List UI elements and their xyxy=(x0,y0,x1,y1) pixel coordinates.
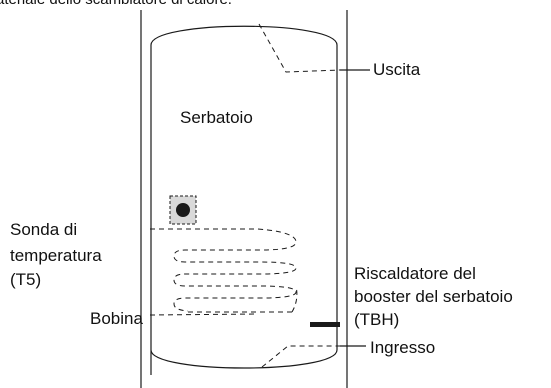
inlet-pipe xyxy=(261,345,340,368)
coil-leader xyxy=(149,313,259,316)
coil xyxy=(173,228,298,313)
sensor-label-line1: Sonda di xyxy=(10,220,78,239)
heater-label-line1: Riscaldatore del xyxy=(354,264,476,283)
temperature-sensor-bulb xyxy=(176,203,190,217)
heater-label-line2: booster del serbatoio xyxy=(354,287,513,306)
coil-label: Bobina xyxy=(90,309,143,328)
sensor-label-line2: temperatura xyxy=(10,246,102,265)
tank-label: Serbatoio xyxy=(180,108,253,127)
booster-heater-bar xyxy=(310,322,340,327)
tank-casing xyxy=(140,10,348,388)
tank-inner-wall xyxy=(150,25,338,375)
caption-text: ateriale dello scambiatore di calore. xyxy=(0,0,232,9)
outlet-label: Uscita xyxy=(373,60,421,79)
inlet-label: Ingresso xyxy=(370,338,436,357)
heater-label-line3: (TBH) xyxy=(354,310,400,329)
outlet-pipe xyxy=(258,23,341,73)
sensor-label-line3: (T5) xyxy=(10,270,42,289)
